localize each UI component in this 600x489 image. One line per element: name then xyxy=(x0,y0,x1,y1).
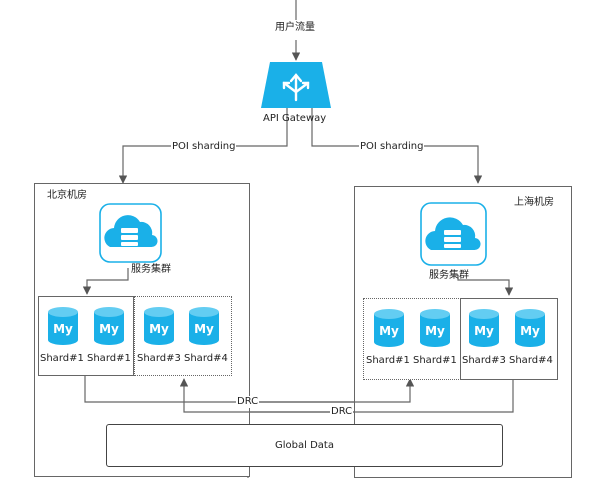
svg-text:My: My xyxy=(53,322,73,336)
svg-text:My: My xyxy=(149,322,169,336)
mysql-db-icon: My xyxy=(94,307,124,345)
gateway-label: API Gateway xyxy=(263,113,327,124)
api-gateway-icon xyxy=(261,62,331,108)
mysql-db-icon: My xyxy=(144,307,174,345)
mysql-db-icon: My xyxy=(420,309,450,347)
datacenter-shanghai-title: 上海机房 xyxy=(514,197,554,209)
datacenter-beijing-title: 北京机房 xyxy=(47,190,87,202)
shard-label: Shard#4 xyxy=(184,353,228,364)
shard-label: Shard#1 xyxy=(87,353,131,364)
mysql-db-icon: My xyxy=(515,309,545,347)
shard-label: Shard#1 xyxy=(40,353,84,364)
shard-label: Shard#1 xyxy=(413,355,457,366)
mysql-db-icon: My xyxy=(48,307,78,345)
svg-text:My: My xyxy=(425,324,445,338)
user-traffic-label: 用户流量 xyxy=(275,22,315,33)
global-data-label: Global Data xyxy=(275,440,334,451)
drc-label-bottom: DRC xyxy=(330,406,354,418)
svg-text:My: My xyxy=(99,322,119,336)
svg-text:My: My xyxy=(194,322,214,336)
svg-text:My: My xyxy=(474,324,494,338)
shard-label: Shard#1 xyxy=(366,355,410,366)
mysql-db-icon: My xyxy=(374,309,404,347)
bj-server-cloud-icon xyxy=(99,203,162,263)
route-left-label: POI sharding xyxy=(171,141,237,153)
bj-service-cluster-label: 服务集群 xyxy=(131,264,171,276)
shard-label: Shard#4 xyxy=(509,355,553,366)
bj-service-arrow xyxy=(82,268,129,295)
global-data-box: Global Data xyxy=(106,424,503,467)
sh-server-cloud-icon xyxy=(420,202,487,266)
sh-service-cluster-label: 服务集群 xyxy=(429,270,469,281)
shard-label: Shard#3 xyxy=(137,353,181,364)
mysql-db-icon: My xyxy=(469,309,499,347)
shard-label: Shard#3 xyxy=(462,355,506,366)
svg-text:My: My xyxy=(520,324,540,338)
sh-service-arrow xyxy=(457,275,514,296)
route-right-label: POI sharding xyxy=(359,141,425,153)
drc-label-top: DRC xyxy=(236,396,260,408)
svg-text:My: My xyxy=(379,324,399,338)
mysql-db-icon: My xyxy=(189,307,219,345)
